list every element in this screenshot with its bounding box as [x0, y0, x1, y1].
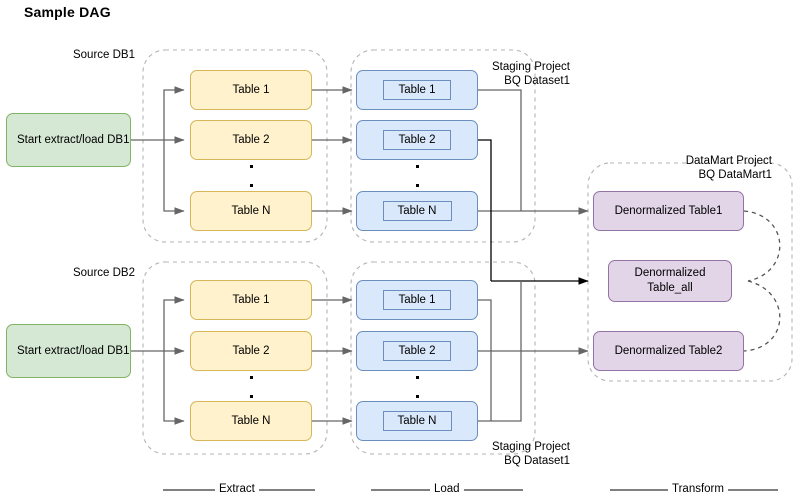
- label-source-db2: Source DB2: [72, 267, 135, 279]
- label-staging-top: Staging Project BQ Dataset1: [492, 61, 570, 87]
- extract-top-ellipsis: [249, 165, 253, 187]
- edge-ldbot-tn-riser: [478, 281, 522, 422]
- load-top-table-n[interactable]: Table N: [356, 191, 478, 231]
- phase-label-transform: Transform: [668, 483, 728, 495]
- extract-top-table-1[interactable]: Table 1: [190, 70, 312, 110]
- load-bottom-table-1-inner: Table 1: [383, 290, 451, 310]
- phase-label-extract: Extract: [215, 483, 259, 495]
- load-bottom-table-n[interactable]: Table N: [356, 401, 478, 441]
- extract-bottom-ellipsis: [249, 376, 253, 398]
- extract-bottom-table-1[interactable]: Table 1: [190, 280, 312, 320]
- extract-bottom-table-2[interactable]: Table 2: [190, 331, 312, 371]
- load-bottom-table-n-inner: Table N: [382, 411, 452, 431]
- page-title: Sample DAG: [24, 4, 111, 20]
- load-top-table-2-inner: Table 2: [383, 130, 451, 150]
- extract-top-table-n[interactable]: Table N: [190, 191, 312, 231]
- denormalized-table2[interactable]: Denormalized Table2: [593, 331, 744, 371]
- phase-label-load: Load: [430, 483, 464, 495]
- denormalized-table1[interactable]: Denormalized Table1: [593, 191, 744, 231]
- edge-ldtop-t2-riser: [478, 139, 492, 281]
- load-bottom-ellipsis: [415, 376, 419, 398]
- edge-denorm1-to-all: [743, 210, 781, 282]
- load-bottom-table-1[interactable]: Table 1: [356, 280, 478, 320]
- edge-start1-t1: [163, 86, 185, 140]
- load-bottom-table-2[interactable]: Table 2: [356, 331, 478, 371]
- denormalized-table-all-line1: Denormalized: [634, 267, 706, 279]
- edge-start2-t1: [163, 296, 185, 351]
- edge-denorm2-to-all: [743, 280, 781, 352]
- edge-ldtop-t1-riser: [478, 89, 522, 211]
- denormalized-table-all-line2: Table_all: [647, 282, 693, 294]
- load-top-table-1-inner: Table 1: [383, 80, 451, 100]
- extract-top-table-2[interactable]: Table 2: [190, 120, 312, 160]
- edge-start2-tn: [163, 351, 185, 425]
- load-bottom-table-2-inner: Table 2: [383, 341, 451, 361]
- start-node-db1-bottom[interactable]: Start extract/load DB1: [6, 324, 131, 378]
- load-top-table-n-inner: Table N: [382, 201, 452, 221]
- label-source-db1: Source DB1: [72, 49, 135, 61]
- load-top-ellipsis: [415, 165, 419, 187]
- extract-bottom-table-n[interactable]: Table N: [190, 401, 312, 441]
- label-datamart: DataMart Project BQ DataMart1: [685, 155, 772, 181]
- start-node-db1-top[interactable]: Start extract/load DB1: [6, 113, 131, 167]
- edge-start1-tn: [163, 140, 185, 215]
- load-top-table-1[interactable]: Table 1: [356, 70, 478, 110]
- label-staging-bottom: Staging Project BQ Dataset1: [492, 441, 570, 467]
- edge-ldbot-t1-riser: [478, 299, 492, 421]
- load-top-table-2[interactable]: Table 2: [356, 120, 478, 160]
- denormalized-table-all[interactable]: Denormalized Table_all: [608, 260, 732, 302]
